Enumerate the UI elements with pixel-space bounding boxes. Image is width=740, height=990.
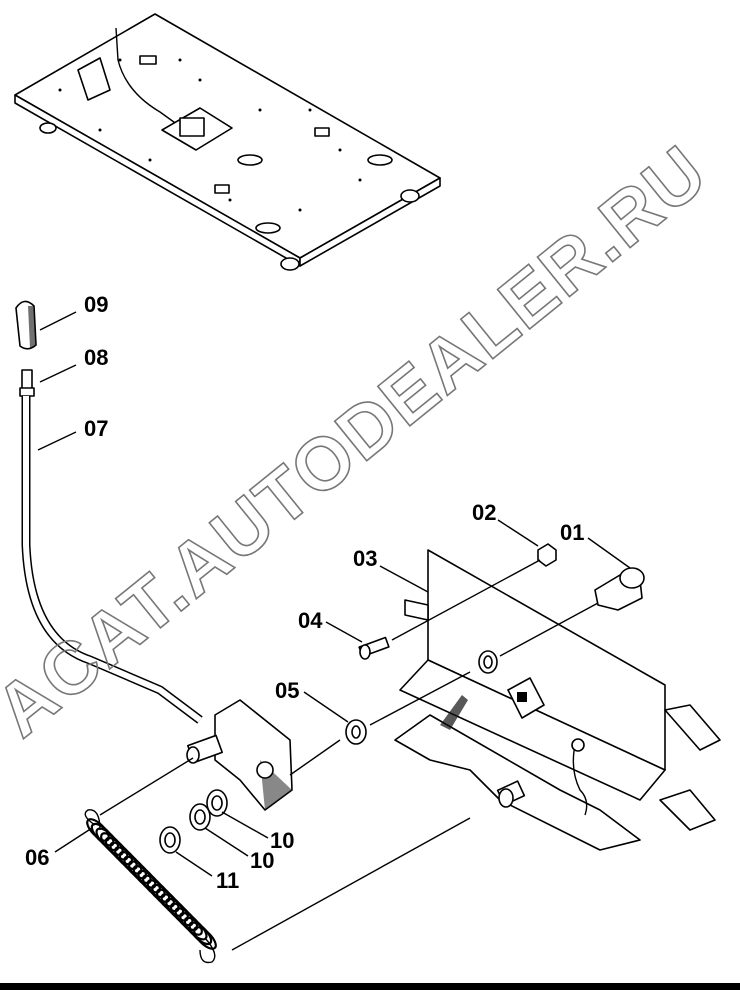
tension-spring [84,809,217,964]
callouts: 09 08 07 02 01 03 04 05 06 10 10 11 [25,292,631,893]
callout-08: 08 [84,345,108,370]
mounting-bracket [394,549,721,851]
pivot-arm [186,699,293,811]
floor-plate-assembly [14,13,441,271]
callout-01: 01 [560,520,584,545]
callout-04: 04 [298,608,323,633]
bottom-border [0,983,740,990]
callout-03: 03 [353,546,377,571]
callout-07: 07 [84,416,108,441]
shift-lever [15,300,203,724]
assembly-lines [99,559,599,951]
callout-06: 06 [25,845,49,870]
callout-11: 11 [216,868,239,893]
callout-05: 05 [275,678,299,703]
callout-09: 09 [84,292,108,317]
hardware [159,543,645,854]
callout-10-lower: 10 [250,848,274,873]
callout-10-upper: 10 [270,828,294,853]
lever-collar [21,369,33,391]
callout-02: 02 [472,500,496,525]
spring-coil [193,926,217,950]
